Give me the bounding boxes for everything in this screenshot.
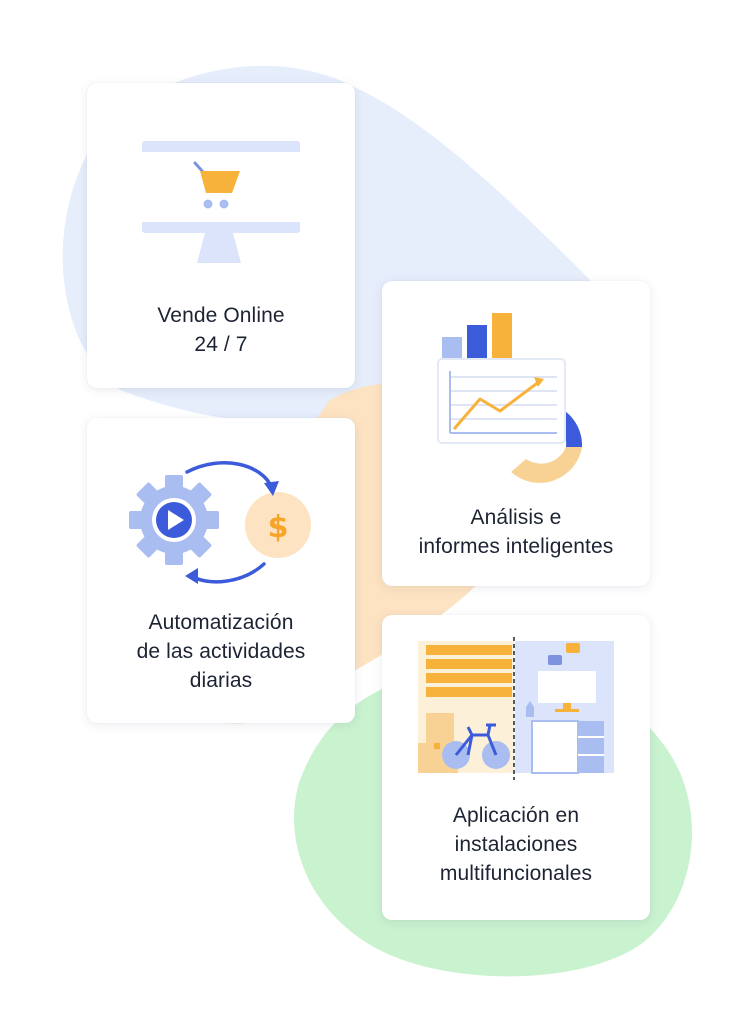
monitor-cart-icon [142, 141, 300, 263]
card-analysis-reports: Análisis e informes inteligentes [382, 281, 650, 586]
multifunctional-room-icon [418, 637, 614, 780]
card-automation: $ Automatización de las actividades diar… [87, 418, 355, 723]
card-multifunctional-facilities: Aplicación en instalaciones multifuncion… [382, 615, 650, 920]
card-label: Aplicación en instalaciones multifuncion… [439, 804, 593, 885]
card-sell-online: Vende Online 24 / 7 [87, 83, 355, 388]
card-label: Automatización de las actividades diaria… [136, 611, 306, 692]
svg-text:$: $ [268, 510, 289, 545]
card-label: Análisis e informes inteligentes [418, 506, 614, 558]
analytics-charts-icon [437, 313, 583, 483]
card-label: Vende Online 24 / 7 [157, 304, 285, 356]
gear-play-dollar-icon: $ [129, 461, 311, 584]
